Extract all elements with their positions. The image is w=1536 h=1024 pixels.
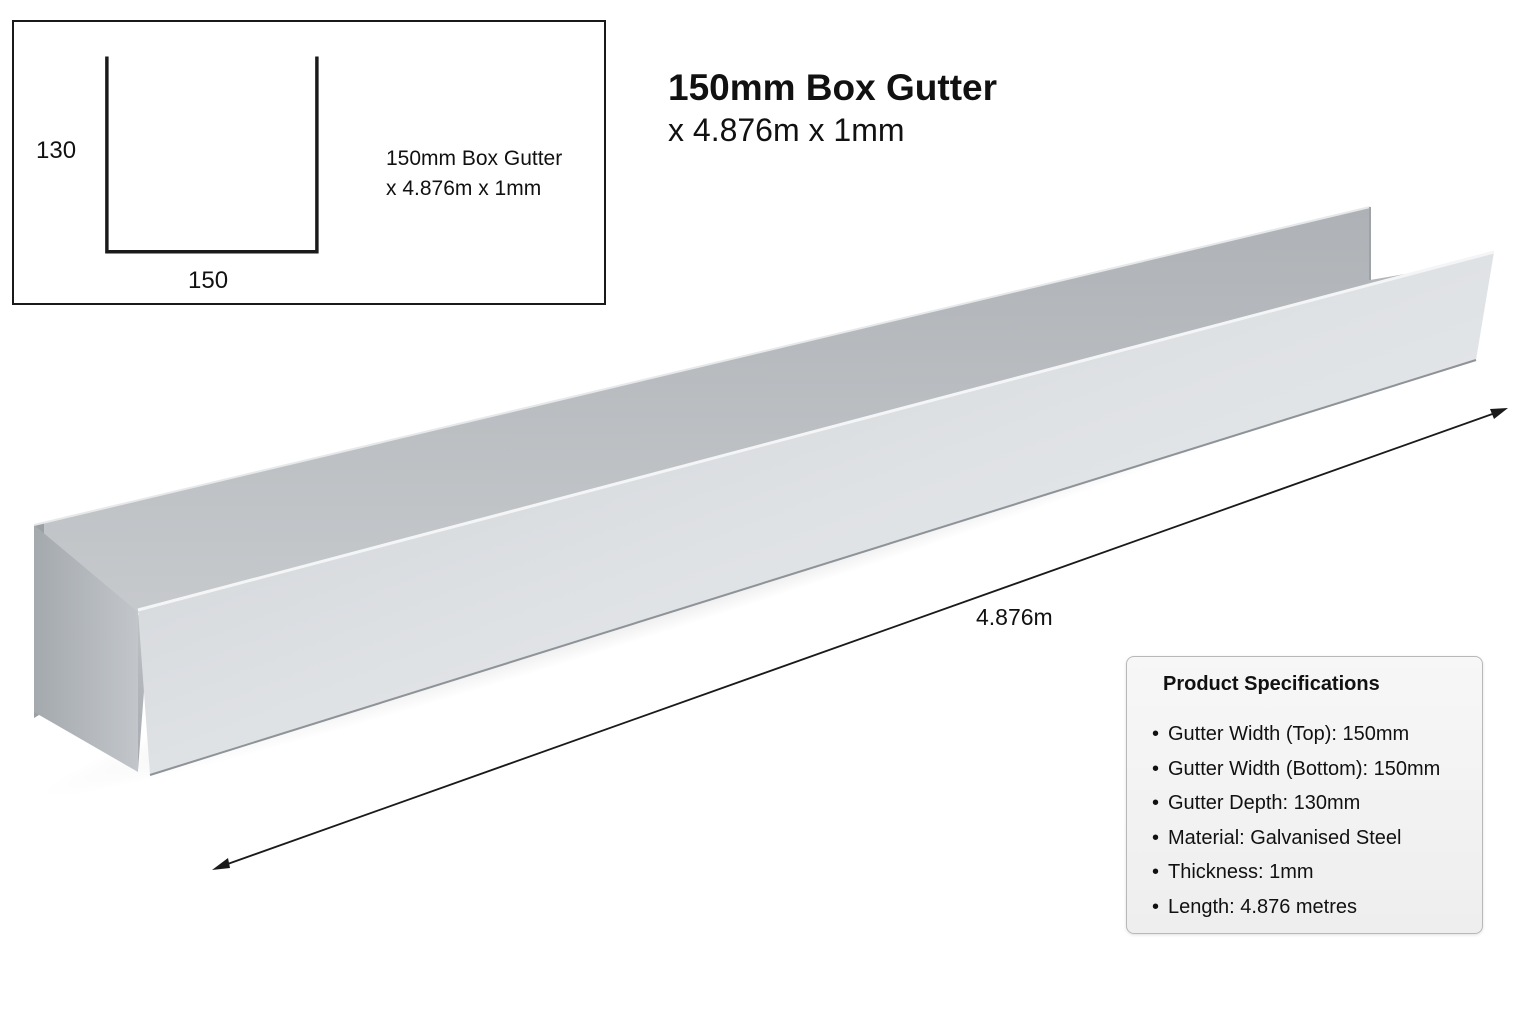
bullet-icon: • <box>1151 792 1159 815</box>
profile-caption-line1: 150mm Box Gutter <box>386 147 563 170</box>
spec-item: •Material: Galvanised Steel <box>1143 821 1440 856</box>
spec-item: •Gutter Depth: 130mm <box>1143 786 1440 821</box>
bullet-icon: • <box>1151 861 1159 884</box>
gutter-back-edge <box>33 206 1371 526</box>
width-dimension-label: 150 <box>188 267 229 294</box>
bullet-icon: • <box>1151 895 1159 918</box>
title-sub: x 4.876m x 1mm <box>668 112 905 148</box>
gutter-end-face <box>34 525 138 772</box>
gutter-front-wall <box>138 252 1494 775</box>
spec-item: •Thickness: 1mm <box>1143 855 1440 890</box>
gutter-back-wall <box>34 207 1476 640</box>
arrowhead-right-icon <box>1490 408 1508 419</box>
bullet-icon: • <box>1151 723 1159 745</box>
specifications-panel: Product Specifications •Gutter Width (To… <box>1126 656 1483 934</box>
title-main: 150mm Box Gutter <box>668 67 997 108</box>
specifications-heading: Product Specifications <box>1163 673 1380 695</box>
bullet-icon: • <box>1151 757 1159 780</box>
product-title: 150mm Box Gutter x 4.876m x 1mm <box>668 66 997 150</box>
profile-diagram: 130 150 150mm Box Gutter x 4.876m x 1mm <box>12 20 606 305</box>
specifications-list: •Gutter Width (Top): 150mm •Gutter Width… <box>1143 717 1440 925</box>
profile-caption-line2: x 4.876m x 1mm <box>386 177 542 200</box>
depth-dimension-label: 130 <box>36 137 77 164</box>
profile-caption: 150mm Box Gutter x 4.876m x 1mm <box>386 144 562 204</box>
arrowhead-left-icon <box>212 858 230 870</box>
gutter-bottom-edge <box>149 359 1477 776</box>
spec-item: •Length: 4.876 metres <box>1143 890 1440 925</box>
bullet-icon: • <box>1151 826 1159 849</box>
gutter-profile-shape <box>105 56 319 254</box>
spec-item: •Gutter Width (Top): 150mm <box>1143 717 1440 752</box>
gutter-front-edge <box>137 250 1495 612</box>
spec-item: •Gutter Width (Bottom): 150mm <box>1143 752 1440 787</box>
length-label: 4.876m <box>976 604 1053 630</box>
length-dimension-arrow <box>212 408 1508 870</box>
